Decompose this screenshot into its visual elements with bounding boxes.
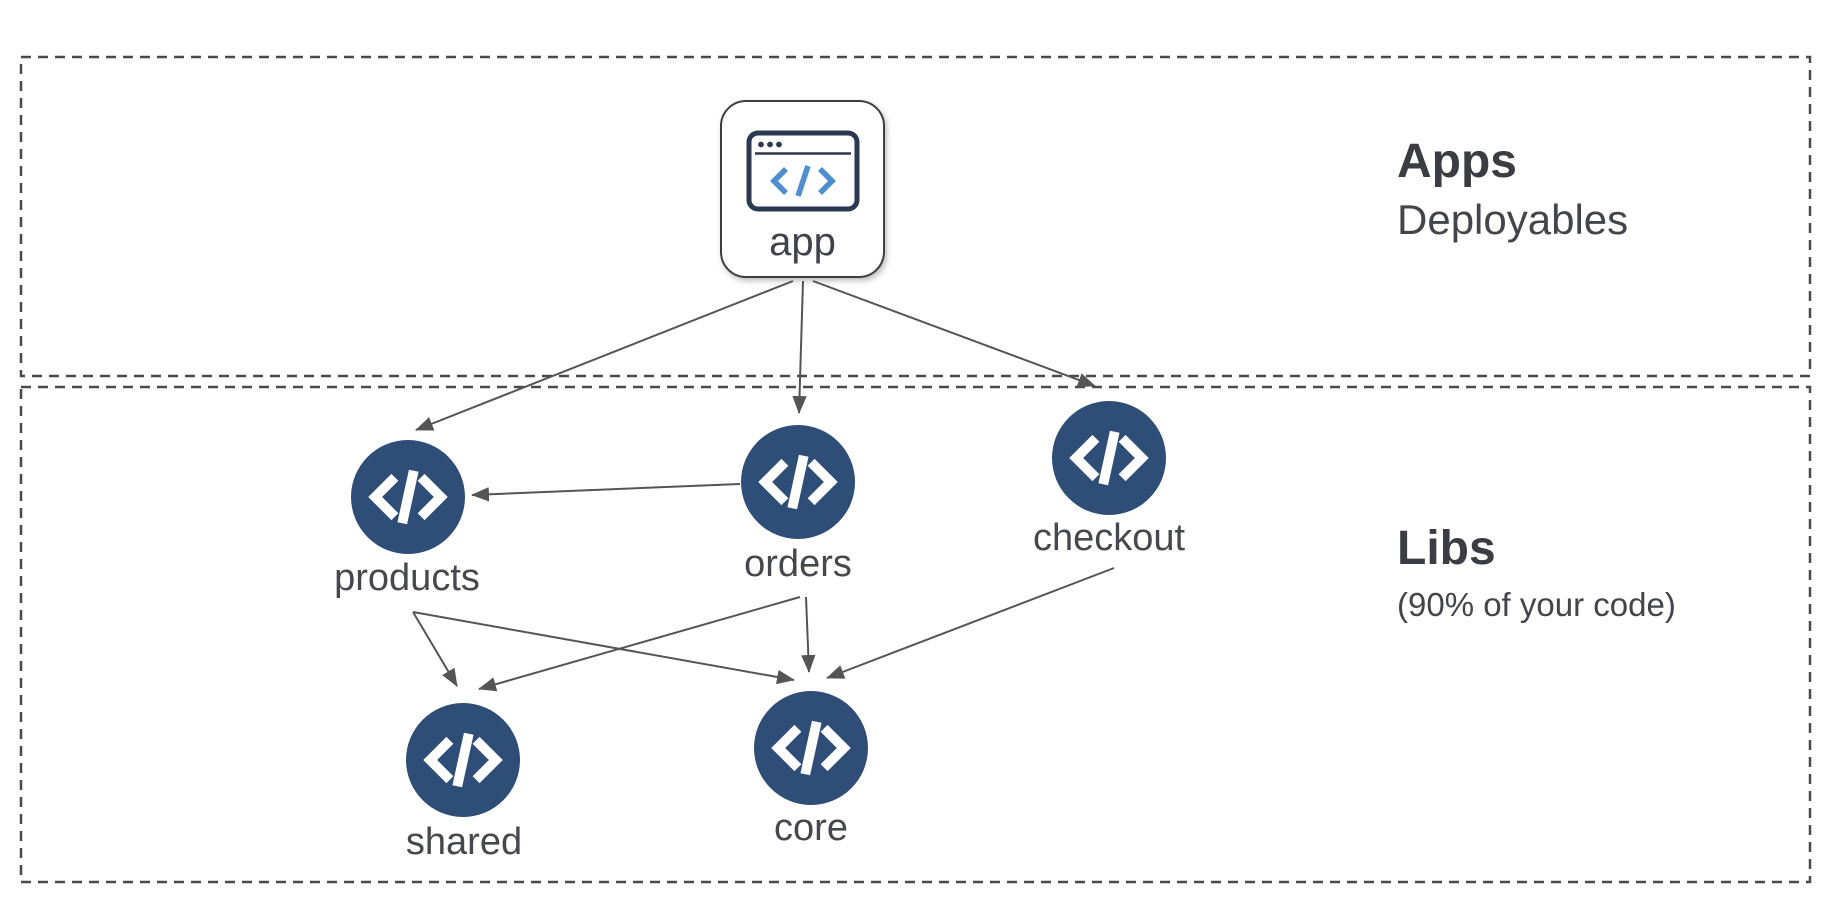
libs-region-border (19, 385, 1812, 884)
edge-orders-shared (478, 596, 801, 692)
edge-orders-products (471, 483, 741, 502)
node-app: app (720, 100, 885, 278)
libs-region-subtitle: (90% of your code) (1397, 586, 1676, 623)
node-core-label: core (774, 807, 848, 849)
edge-products-core (412, 611, 795, 685)
edge-orders-core (801, 596, 816, 673)
edge-app-orders (792, 280, 807, 414)
node-core (754, 691, 868, 805)
code-icon (758, 454, 838, 510)
edge-app-checkout (812, 280, 1096, 387)
libs-region-title: Libs (1397, 522, 1496, 575)
node-products-label: products (334, 557, 480, 599)
code-icon (1069, 430, 1149, 486)
node-orders (741, 425, 855, 539)
node-checkout (1052, 401, 1166, 515)
apps-region-subtitle: Deployables (1397, 196, 1629, 243)
code-icon (368, 469, 448, 525)
node-products (351, 440, 465, 554)
node-shared (406, 703, 520, 817)
node-checkout-label: checkout (1032, 517, 1186, 559)
edge-app-products (415, 280, 794, 431)
node-shared-label: shared (405, 821, 523, 863)
code-icon (423, 732, 503, 788)
code-icon (771, 720, 851, 776)
edge-products-shared (412, 611, 458, 687)
node-orders-label: orders (744, 543, 852, 585)
edge-checkout-core (826, 567, 1115, 679)
apps-region-title: Apps (1397, 135, 1517, 188)
browser-code-icon (746, 130, 859, 212)
node-app-label: app (769, 220, 836, 264)
